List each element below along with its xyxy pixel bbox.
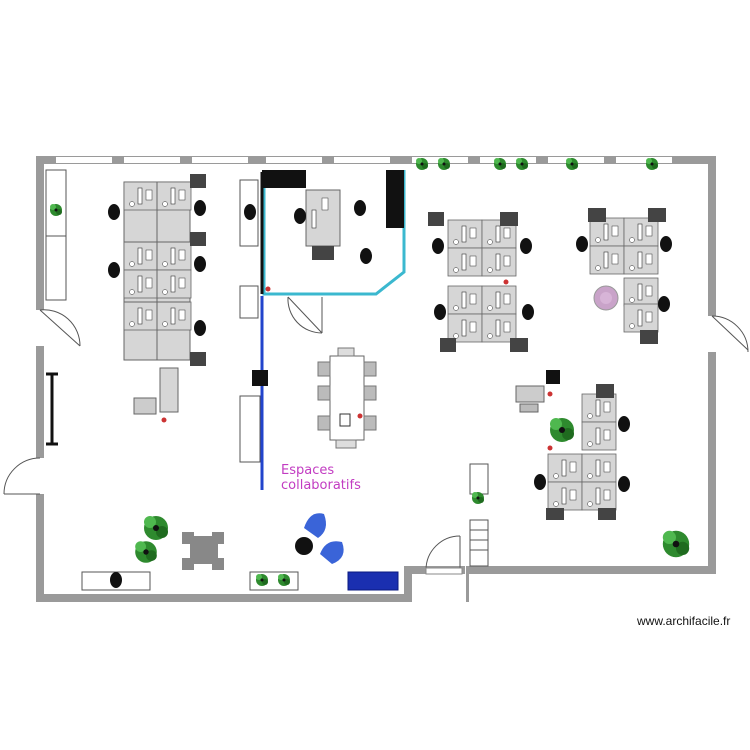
meeting-room-partition bbox=[260, 170, 406, 296]
blue-bench bbox=[347, 571, 399, 591]
collaborative-table bbox=[317, 347, 377, 449]
desk-cluster-left bbox=[108, 174, 206, 366]
bottom-cabinet-middle bbox=[249, 571, 299, 591]
door-meeting-room bbox=[287, 296, 323, 334]
door-left-lower bbox=[3, 457, 44, 495]
door-entrance bbox=[425, 535, 463, 575]
blue-partition bbox=[252, 296, 268, 490]
single-desk-left bbox=[133, 367, 179, 423]
lounge-table bbox=[182, 532, 224, 570]
watermark: www.archifacile.fr bbox=[637, 614, 731, 628]
screens-column bbox=[239, 179, 261, 463]
left-plant bbox=[50, 204, 62, 216]
meeting-room-table bbox=[265, 189, 372, 292]
door-right bbox=[708, 315, 749, 353]
screen-chair bbox=[244, 204, 256, 220]
door-left-upper bbox=[36, 309, 81, 347]
desk-cluster-right-top bbox=[576, 208, 672, 344]
wall-marker-left bbox=[46, 372, 58, 446]
left-cabinets bbox=[45, 169, 67, 301]
shelving-entrance bbox=[469, 463, 489, 567]
windows-top bbox=[56, 157, 672, 163]
single-desk-right bbox=[515, 370, 560, 413]
armchairs bbox=[295, 513, 344, 564]
desk-cluster-middle bbox=[428, 212, 534, 352]
desk-cluster-right-bottom bbox=[534, 384, 630, 520]
bottom-cabinet-left bbox=[81, 571, 151, 591]
zone-label-collaborative: Espaces collaboratifs bbox=[281, 463, 361, 493]
